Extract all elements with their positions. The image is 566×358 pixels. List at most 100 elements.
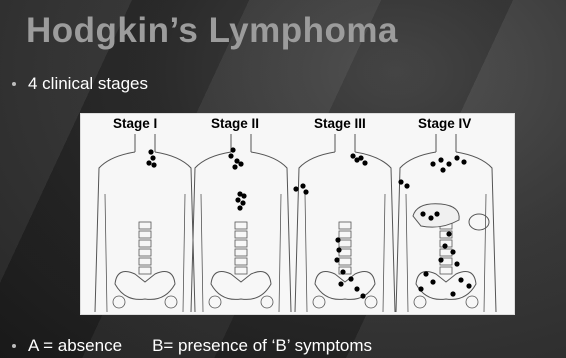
lymph-node xyxy=(446,231,451,236)
lymph-node xyxy=(466,283,471,288)
stage-1-vertebra xyxy=(139,258,151,265)
lymph-node xyxy=(450,249,455,254)
stage-1-vertebra xyxy=(139,267,151,274)
stage-2-hip xyxy=(261,296,273,308)
lymph-node xyxy=(404,183,409,188)
lymph-node xyxy=(335,237,340,242)
stage-4-neck xyxy=(436,134,456,152)
lymph-node xyxy=(340,269,345,274)
stage-3-hip xyxy=(313,296,325,308)
lymph-node xyxy=(360,293,365,298)
lymph-node xyxy=(293,186,298,191)
stage-1-hip xyxy=(113,296,125,308)
stage-2-vertebra xyxy=(235,240,247,247)
stage-3-pelvis xyxy=(315,272,375,300)
stage-1-vertebra xyxy=(139,249,151,256)
stage-1-torso xyxy=(95,152,195,312)
stage-2-vertebra xyxy=(235,258,247,265)
stage-3-vertebra xyxy=(339,240,351,247)
bullet-text-b: B= presence of ‘B’ symptoms xyxy=(152,336,372,356)
lymph-node xyxy=(241,193,246,198)
stage-1-arms xyxy=(105,194,185,312)
stage-2-label: Stage II xyxy=(211,116,259,131)
stage-3-label: Stage III xyxy=(314,116,366,131)
lymph-node xyxy=(240,200,245,205)
stage-2-vertebra xyxy=(235,231,247,238)
stage-1-label: Stage I xyxy=(113,116,157,131)
stage-1-pelvis xyxy=(115,272,175,300)
spleen xyxy=(469,214,489,230)
stage-1-hip xyxy=(165,296,177,308)
lymph-node xyxy=(450,291,455,296)
lymph-node xyxy=(438,257,443,262)
lymph-node xyxy=(232,164,237,169)
lymph-node xyxy=(150,155,155,160)
slide-title: Hodgkin’s Lymphoma xyxy=(26,6,398,56)
lymph-node xyxy=(420,211,425,216)
lymph-node xyxy=(228,153,233,158)
lymph-node xyxy=(358,155,363,160)
lymph-node xyxy=(430,161,435,166)
stage-3-torso xyxy=(295,152,395,312)
stage-3-arms xyxy=(305,194,385,312)
lymph-node xyxy=(338,281,343,286)
stage-headers: Stage I Stage II Stage III Stage IV xyxy=(81,116,514,136)
lymph-node xyxy=(428,215,433,220)
stage-2-torso xyxy=(191,152,291,312)
bullet-item: A = absence B= presence of ‘B’ symptoms xyxy=(12,336,372,356)
lymph-node xyxy=(430,279,435,284)
stage-1-neck xyxy=(135,134,155,152)
lymph-node xyxy=(148,149,153,154)
stage-3-vertebra xyxy=(339,231,351,238)
stage-4-hip xyxy=(466,296,478,308)
stage-1-vertebra xyxy=(139,240,151,247)
stage-2-hip xyxy=(209,296,221,308)
stage-4-vertebra xyxy=(440,267,452,274)
stage-4-hip xyxy=(414,296,426,308)
lymph-node xyxy=(454,155,459,160)
lymph-node xyxy=(418,286,423,291)
stage-2-arms xyxy=(201,194,281,312)
stage-4-label: Stage IV xyxy=(418,116,471,131)
lymph-node xyxy=(423,271,428,276)
lymph-node xyxy=(461,159,466,164)
stage-4-vertebra xyxy=(440,249,452,256)
lymph-node xyxy=(235,197,240,202)
lymph-node xyxy=(151,162,156,167)
bullet-item: 4 clinical stages xyxy=(12,74,148,94)
stage-2-vertebra xyxy=(235,249,247,256)
lymph-node xyxy=(458,277,463,282)
stage-2-vertebra xyxy=(235,267,247,274)
stage-3-vertebra xyxy=(339,222,351,229)
lymph-node xyxy=(238,161,243,166)
staging-figure: Stage I Stage II Stage III Stage IV xyxy=(80,113,515,315)
lymph-node xyxy=(438,157,443,162)
bullet-dot xyxy=(12,344,16,348)
stage-1-vertebra xyxy=(139,222,151,229)
lymph-node xyxy=(442,243,447,248)
lymph-node xyxy=(336,247,341,252)
bullet-dot xyxy=(12,82,16,86)
lymph-node xyxy=(454,261,459,266)
lymph-node xyxy=(434,211,439,216)
stage-3-vertebra xyxy=(339,258,351,265)
lymph-node xyxy=(446,161,451,166)
lymph-node xyxy=(350,153,355,158)
stage-3-neck xyxy=(335,134,355,152)
lymph-node xyxy=(334,257,339,262)
lymph-node xyxy=(440,167,445,172)
stage-2-pelvis xyxy=(211,272,271,300)
lymph-node xyxy=(348,276,353,281)
stage-1-vertebra xyxy=(139,231,151,238)
lymph-node xyxy=(230,147,235,152)
stage-illustrations xyxy=(81,134,514,312)
bullet-text-a: A = absence xyxy=(28,336,122,356)
lymph-node xyxy=(237,205,242,210)
lymph-node xyxy=(362,160,367,165)
stage-4-torso xyxy=(396,152,496,312)
lymph-node xyxy=(354,286,359,291)
lymph-node xyxy=(146,160,151,165)
bullet-text: 4 clinical stages xyxy=(28,74,148,94)
lymph-node xyxy=(303,189,308,194)
